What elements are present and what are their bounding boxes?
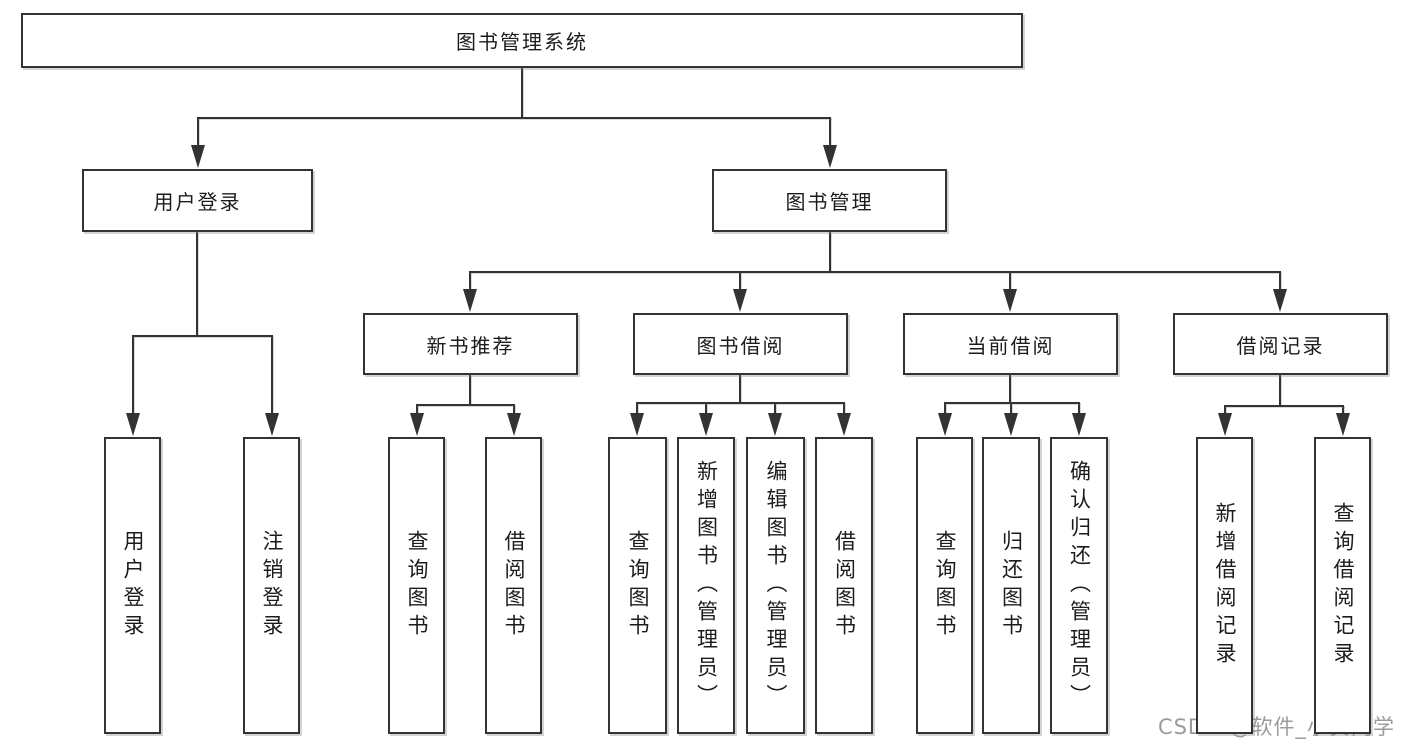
- node-label-book-management: 图书管理: [785, 190, 874, 214]
- arrow-down-icon: [1004, 413, 1018, 436]
- node-label-user-login-leaf: 用户登录: [121, 529, 145, 642]
- arrow-down-icon: [463, 289, 477, 312]
- arrow-down-icon: [699, 413, 713, 436]
- node-confirm-return-admin: 确认归还（管理员）: [1050, 437, 1108, 734]
- connector-line-vertical: [1010, 403, 1012, 418]
- node-label-borrowing-records: 借阅记录: [1236, 333, 1325, 358]
- connector-line-vertical: [739, 272, 741, 294]
- node-query-borrow-record: 查询借阅记录: [1314, 437, 1371, 734]
- connector-line-vertical: [132, 336, 134, 418]
- connector-line-vertical: [469, 375, 471, 405]
- node-book-management: 图书管理: [712, 169, 947, 232]
- arrow-down-icon: [410, 413, 424, 436]
- connector-line-vertical: [416, 405, 418, 418]
- connector-line-vertical: [829, 118, 831, 150]
- node-label-logout-leaf: 注销登录: [260, 529, 284, 642]
- connector-line-vertical: [636, 403, 638, 418]
- node-user-login: 用户登录: [82, 169, 313, 232]
- connector-line-vertical: [843, 403, 845, 418]
- arrow-down-icon: [938, 413, 952, 436]
- node-query-books-current: 查询图书: [916, 437, 973, 734]
- arrow-down-icon: [265, 413, 279, 436]
- node-label-query-books-borrow: 查询图书: [626, 529, 650, 642]
- connector-line-horizontal: [1224, 405, 1344, 407]
- connector-line-horizontal: [944, 402, 1080, 404]
- node-label-query-books-recommend: 查询图书: [405, 529, 429, 642]
- connector-line-vertical: [1224, 406, 1226, 418]
- arrow-down-icon: [837, 413, 851, 436]
- connector-line-vertical: [1342, 406, 1344, 418]
- connector-line-horizontal: [132, 335, 273, 337]
- node-new-book-recommend: 新书推荐: [363, 313, 578, 375]
- node-label-borrow-books-recommend: 借阅图书: [502, 529, 526, 642]
- node-label-query-borrow-record: 查询借阅记录: [1331, 501, 1355, 670]
- connector-line-vertical: [1279, 272, 1281, 294]
- node-logout-leaf: 注销登录: [243, 437, 300, 734]
- node-book-borrowing: 图书借阅: [633, 313, 848, 375]
- connector-line-horizontal: [416, 404, 515, 406]
- connector-line-vertical: [944, 403, 946, 418]
- connector-line-vertical: [739, 375, 741, 403]
- node-return-books: 归还图书: [982, 437, 1040, 734]
- connector-line-vertical: [271, 336, 273, 418]
- connector-line-horizontal: [469, 271, 1281, 273]
- arrow-down-icon: [191, 145, 205, 168]
- arrow-down-icon: [1072, 413, 1086, 436]
- node-label-edit-books-admin: 编辑图书（管理员）: [764, 459, 788, 712]
- connector-line-vertical: [513, 405, 515, 418]
- connector-line-vertical: [196, 232, 198, 336]
- connector-line-vertical: [705, 403, 707, 418]
- node-label-new-book-recommend: 新书推荐: [426, 333, 515, 358]
- connector-line-vertical: [521, 68, 523, 118]
- arrow-down-icon: [1336, 413, 1350, 436]
- node-label-book-borrowing: 图书借阅: [696, 333, 785, 358]
- connector-line-vertical: [1078, 403, 1080, 418]
- arrow-down-icon: [733, 289, 747, 312]
- node-query-books-recommend: 查询图书: [388, 437, 445, 734]
- node-query-books-borrow: 查询图书: [608, 437, 667, 734]
- node-label-borrow-books-leaf: 借阅图书: [832, 529, 857, 642]
- node-label-root: 图书管理系统: [456, 30, 588, 54]
- node-borrow-books-recommend: 借阅图书: [485, 437, 542, 734]
- node-root: 图书管理系统: [21, 13, 1023, 68]
- arrow-down-icon: [1273, 289, 1287, 312]
- node-label-add-books-admin: 新增图书（管理员）: [694, 459, 719, 712]
- connector-line-vertical: [829, 232, 831, 272]
- node-label-query-books-current: 查询图书: [933, 529, 957, 642]
- connector-line-vertical: [469, 272, 471, 294]
- arrow-down-icon: [768, 413, 782, 436]
- node-borrowing-records: 借阅记录: [1173, 313, 1388, 375]
- connector-line-vertical: [1279, 375, 1281, 406]
- node-add-books-admin: 新增图书（管理员）: [677, 437, 735, 734]
- arrow-down-icon: [630, 413, 644, 436]
- connector-line-vertical: [197, 118, 199, 150]
- node-borrow-books-leaf: 借阅图书: [815, 437, 873, 734]
- arrow-down-icon: [823, 145, 837, 168]
- connector-line-horizontal: [197, 117, 831, 119]
- node-label-current-borrowing: 当前借阅: [966, 333, 1055, 358]
- node-current-borrowing: 当前借阅: [903, 313, 1118, 375]
- node-label-user-login: 用户登录: [153, 190, 242, 214]
- connector-line-horizontal: [636, 402, 845, 404]
- connector-line-vertical: [1009, 272, 1011, 294]
- arrow-down-icon: [507, 413, 521, 436]
- connector-line-vertical: [1009, 375, 1011, 403]
- arrow-down-icon: [1003, 289, 1017, 312]
- node-label-return-books: 归还图书: [999, 529, 1024, 642]
- node-label-confirm-return-admin: 确认归还（管理员）: [1067, 459, 1092, 712]
- connector-line-vertical: [774, 403, 776, 418]
- arrow-down-icon: [1218, 413, 1232, 436]
- node-add-borrow-record: 新增借阅记录: [1196, 437, 1253, 734]
- node-edit-books-admin: 编辑图书（管理员）: [746, 437, 805, 734]
- node-user-login-leaf: 用户登录: [104, 437, 161, 734]
- arrow-down-icon: [126, 413, 140, 436]
- node-label-add-borrow-record: 新增借阅记录: [1213, 501, 1237, 670]
